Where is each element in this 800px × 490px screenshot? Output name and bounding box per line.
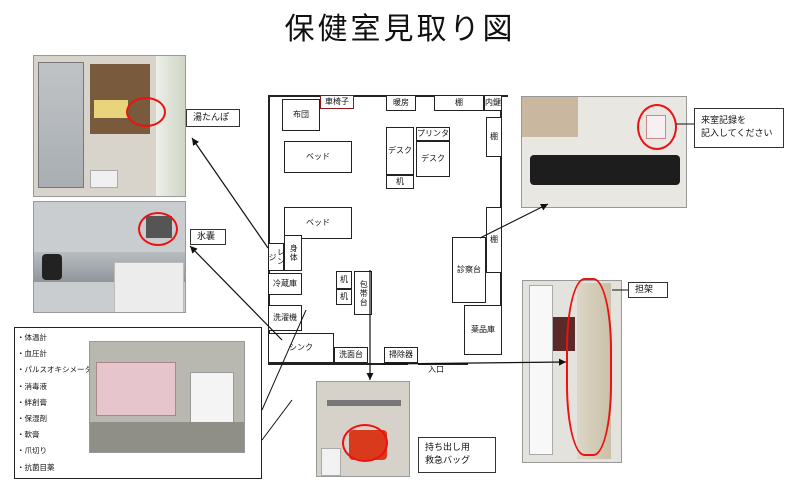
- emergency-bag-label: 持ち出し用 救急バッグ: [418, 437, 496, 473]
- desk-1: デスク: [386, 127, 414, 175]
- medicine-storage: 薬品庫: [464, 305, 502, 355]
- desk-4: 机: [336, 289, 352, 305]
- entry-record-label: 来室記録を 記入してください: [694, 108, 784, 148]
- bed-2: ベッド: [284, 207, 352, 239]
- desk-2: デスク: [416, 141, 450, 177]
- yutanpo-highlight: [126, 97, 166, 127]
- container-image: [190, 372, 234, 428]
- eye-chart-image: [529, 285, 553, 455]
- entry-record-highlight: [637, 104, 677, 150]
- fridge-area: 冷蔵庫: [268, 273, 302, 295]
- washbasin-area: 洗面台: [334, 347, 368, 363]
- desk-3: 机: [336, 271, 352, 289]
- scale-image: [90, 170, 118, 188]
- curtain-image: [156, 56, 185, 196]
- hyono-highlight: [138, 212, 178, 246]
- supply-item: ・消毒液: [17, 381, 47, 391]
- fridge-photo: [33, 55, 186, 197]
- wall-bottom: [268, 363, 408, 365]
- built-in-area: 内鍵: [484, 95, 502, 111]
- kettle-image: [42, 254, 62, 280]
- supply-item: ・血圧計: [17, 349, 47, 359]
- supplies-list: ・体温計 ・血圧計 ・パルスオキシメーター ・消毒液 ・絆創膏 ・保湿剤 ・軟膏…: [17, 330, 100, 476]
- microwave-image: [94, 100, 128, 118]
- supply-item: ・爪切り: [17, 446, 47, 456]
- bandage-area: 包帯台: [354, 271, 372, 315]
- body-scale-area: 身体: [284, 235, 302, 271]
- shelf-top: 棚: [434, 95, 484, 111]
- shelf-right-2: 棚: [486, 207, 502, 273]
- emergency-bag-line-2: 救急バッグ: [425, 456, 471, 466]
- supplies-box: ・体温計 ・血圧計 ・パルスオキシメーター ・消毒液 ・絆創膏 ・保湿剤 ・軟膏…: [14, 327, 262, 479]
- wheelchair-area: 車椅子: [320, 95, 354, 109]
- door-line: [418, 363, 468, 365]
- entry-record-line-2: 記入してください: [701, 129, 773, 139]
- page-title: 保健室見取り図: [284, 12, 516, 47]
- supply-item: ・絆創膏: [17, 397, 47, 407]
- leader-supplies-2: [261, 399, 293, 441]
- floor-plan: 布団 車椅子 暖房 棚 内鍵 棚 ベッド デスク プリンタ デスク 机 ベッド …: [268, 95, 508, 380]
- exam-table-area: 診察台: [452, 237, 486, 303]
- emergency-bag-highlight: [342, 424, 388, 462]
- desk-small: 机: [386, 175, 414, 189]
- hyono-label: 氷嚢: [190, 229, 226, 245]
- supply-item: ・抗菌目薬: [17, 462, 55, 472]
- supply-item: ・保湿剤: [17, 414, 47, 424]
- bin-image: [321, 448, 341, 476]
- entrance: 入口: [418, 363, 454, 377]
- range-area: レンジ: [268, 243, 285, 271]
- tray-image: [96, 362, 176, 416]
- cabinet-image: [522, 97, 578, 137]
- supply-item: ・体温計: [17, 333, 47, 342]
- stretcher-highlight: [566, 278, 612, 456]
- fridge-image: [38, 62, 84, 188]
- cart-image: [114, 262, 184, 312]
- bed-image: [530, 155, 680, 185]
- shelf-right-1: 棚: [486, 117, 502, 157]
- tray-base-image: [90, 422, 244, 452]
- wall-left: [268, 95, 270, 365]
- entry-record-line-1: 来室記録を: [701, 116, 747, 127]
- cleaning-area: 掃除器: [384, 347, 418, 363]
- washer-area: 洗濯機: [268, 305, 302, 331]
- supplies-photo: [89, 341, 245, 453]
- futon-area: 布団: [282, 99, 320, 131]
- supply-item: ・パルスオキシメーター: [17, 365, 100, 375]
- printer-area: プリンタ: [416, 127, 450, 141]
- heater-area: 暖房: [386, 95, 416, 111]
- cart-frame-image: [327, 400, 401, 406]
- yutanpo-label: 湯たんぽ: [186, 109, 240, 127]
- emergency-bag-line-1: 持ち出し用: [425, 443, 471, 454]
- sink-area: シンク: [268, 333, 334, 363]
- stretcher-label: 担架: [628, 282, 668, 298]
- bed-1: ベッド: [284, 141, 352, 173]
- supply-item: ・軟膏: [17, 430, 40, 440]
